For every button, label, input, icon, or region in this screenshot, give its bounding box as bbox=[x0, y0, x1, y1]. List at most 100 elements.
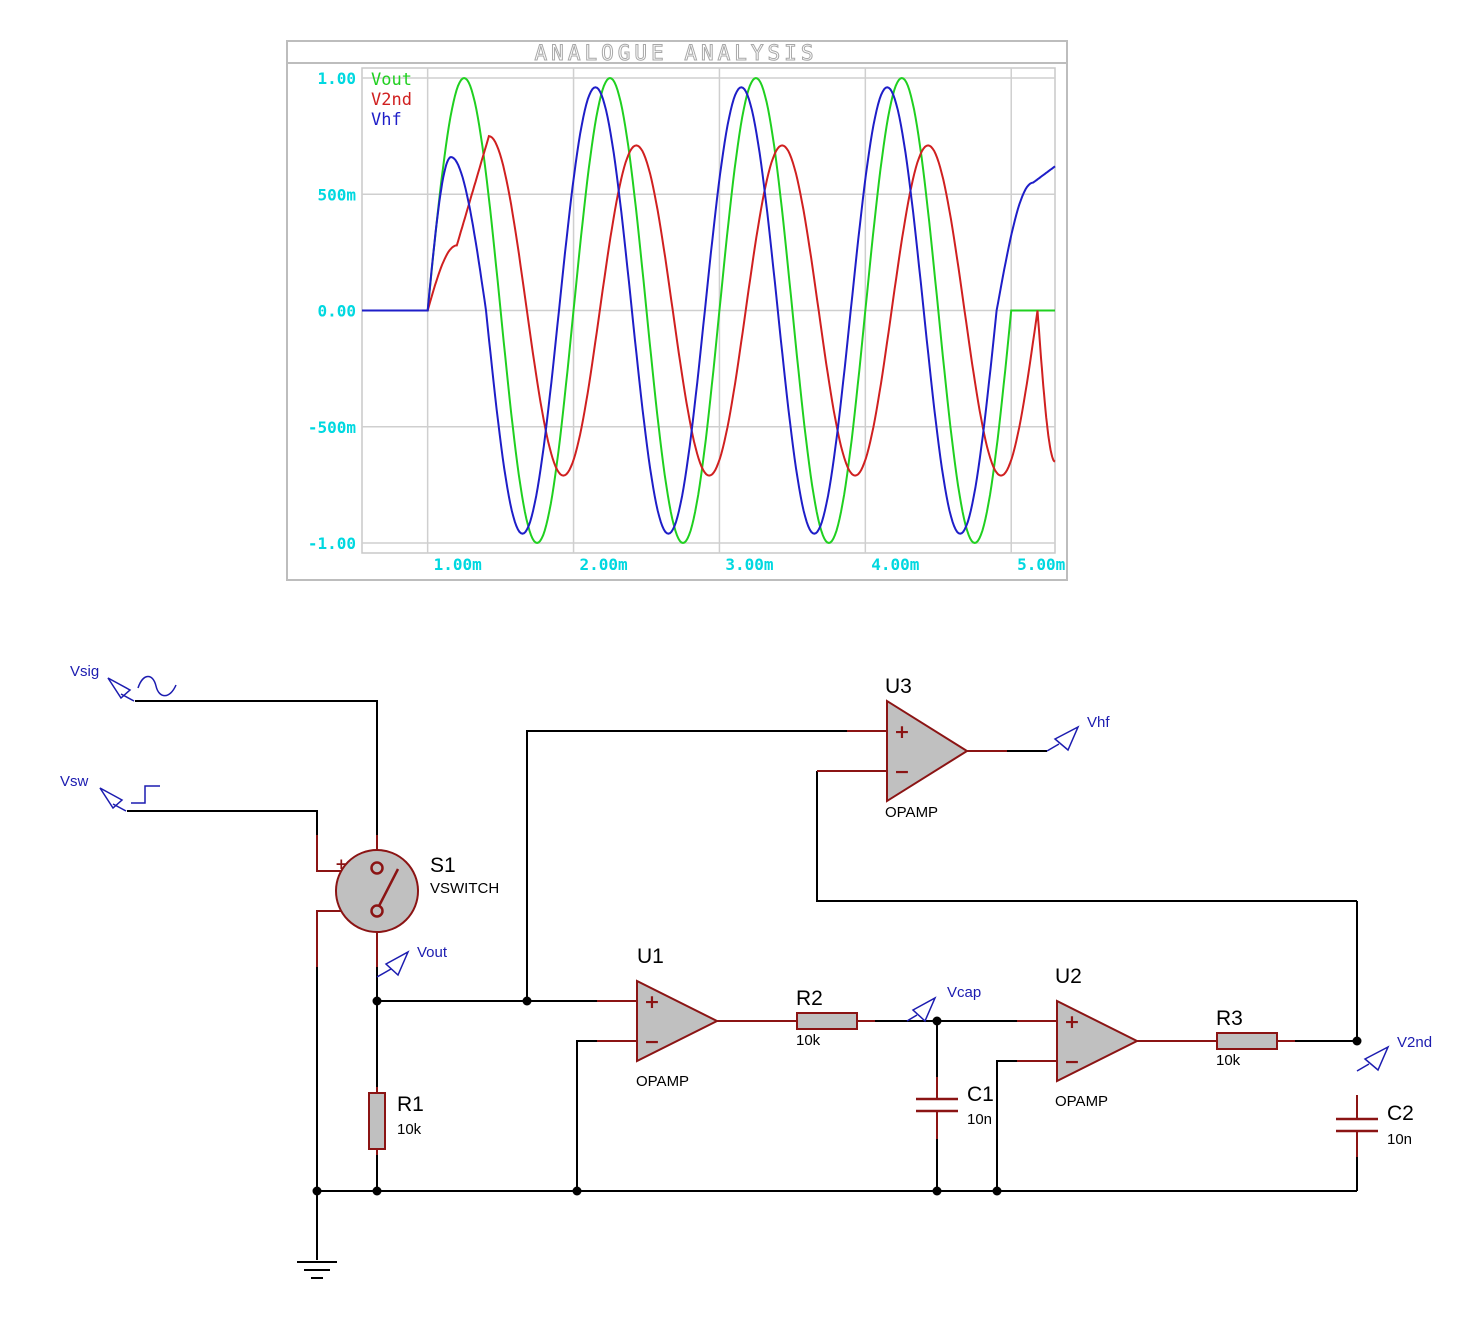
ground-symbol bbox=[297, 1261, 337, 1279]
switch-blade-icon bbox=[377, 868, 400, 907]
v2nd-label: V2nd bbox=[1397, 1034, 1432, 1051]
wire-u3-feedback bbox=[816, 771, 1357, 902]
x-tick-label: 3.00m bbox=[725, 555, 774, 574]
resistor-body bbox=[796, 1012, 858, 1030]
legend-entry-vout: Vout bbox=[371, 70, 412, 90]
plot-grid bbox=[362, 68, 1055, 553]
graph-title: ANALOGUE ANALYSIS bbox=[535, 41, 818, 65]
legend-entry-v2nd: V2nd bbox=[371, 90, 412, 110]
opamp-triangle bbox=[636, 979, 720, 1063]
junction-dot bbox=[932, 1016, 942, 1026]
junction-dot bbox=[522, 996, 532, 1006]
junction-dot bbox=[932, 1186, 942, 1196]
y-tick-label: 0.00 bbox=[317, 302, 356, 321]
y-tick-label: 1.00 bbox=[317, 69, 356, 88]
x-tick-label: 4.00m bbox=[871, 555, 920, 574]
opamp-minus-sign: − bbox=[1064, 1051, 1080, 1073]
wire-u2-minus bbox=[996, 1060, 1017, 1191]
vsig-label: Vsig bbox=[70, 663, 99, 680]
c1-value: 10n bbox=[967, 1111, 992, 1128]
opamp-minus-sign: − bbox=[894, 761, 910, 783]
vcap-probe[interactable]: Vcap bbox=[906, 984, 981, 1023]
u2-ref: U2 bbox=[1055, 965, 1082, 988]
vout-label: Vout bbox=[417, 944, 448, 961]
vhf-label: Vhf bbox=[1087, 714, 1110, 731]
vout-probe[interactable]: Vout bbox=[376, 944, 448, 978]
wire-u1-minus bbox=[576, 1040, 597, 1191]
opamp-triangle bbox=[1056, 999, 1140, 1083]
r3-value: 10k bbox=[1216, 1052, 1241, 1069]
capacitor-c2[interactable]: C2 10n bbox=[1336, 1095, 1414, 1157]
s1-value: VSWITCH bbox=[430, 880, 499, 897]
y-tick-label: -500m bbox=[308, 418, 357, 437]
sine-wave-icon bbox=[137, 675, 177, 697]
resistor-r2[interactable]: R2 10k bbox=[779, 987, 875, 1049]
switch-s1[interactable]: + S1 VSWITCH bbox=[316, 835, 499, 967]
u3-ref: U3 bbox=[885, 675, 912, 698]
generator-arrow-icon bbox=[107, 677, 132, 700]
series-line-v2nd bbox=[362, 134, 1056, 477]
junction-dot bbox=[372, 1186, 382, 1196]
junctions bbox=[312, 996, 1362, 1196]
vcap-label: Vcap bbox=[947, 984, 981, 1001]
plot-ticks: 1.00 500m 0.00 -500m -1.00 1.00m 2.00m 3.00m 4.0… bbox=[308, 69, 1066, 574]
resistor-body bbox=[368, 1092, 386, 1150]
r2-ref: R2 bbox=[796, 987, 823, 1010]
opamp-u3[interactable]: + − U3 OPAMP bbox=[817, 675, 1007, 821]
r3-ref: R3 bbox=[1216, 1007, 1243, 1030]
opamp-plus-sign: + bbox=[894, 721, 910, 743]
probe-arrow-icon bbox=[1363, 1045, 1390, 1072]
junction-dot bbox=[572, 1186, 582, 1196]
r1-ref: R1 bbox=[397, 1093, 424, 1116]
s1-ref: S1 bbox=[430, 854, 456, 877]
switch-plus-sign: + bbox=[335, 855, 348, 873]
c2-ref: C2 bbox=[1387, 1102, 1414, 1125]
u2-value: OPAMP bbox=[1055, 1093, 1108, 1110]
capacitor-c1[interactable]: C1 10n bbox=[916, 1077, 994, 1139]
junction-dot bbox=[992, 1186, 1002, 1196]
x-tick-label: 1.00m bbox=[434, 555, 483, 574]
u1-value: OPAMP bbox=[636, 1073, 689, 1090]
x-tick-label: 2.00m bbox=[579, 555, 628, 574]
junction-dot bbox=[1352, 1036, 1362, 1046]
vsig-generator[interactable]: Vsig bbox=[70, 663, 177, 702]
opamp-plus-sign: + bbox=[644, 991, 660, 1013]
r2-value: 10k bbox=[796, 1032, 821, 1049]
junction-dot bbox=[372, 996, 382, 1006]
series-line-vout bbox=[362, 76, 1055, 545]
opamp-minus-sign: − bbox=[644, 1031, 660, 1053]
x-tick-label: 5.00m bbox=[1017, 555, 1066, 574]
c1-ref: C1 bbox=[967, 1083, 994, 1106]
y-tick-label: -1.00 bbox=[308, 534, 356, 553]
probe-arrow-icon bbox=[911, 996, 937, 1023]
wires bbox=[127, 700, 1358, 1260]
resistor-r3[interactable]: R3 10k bbox=[1199, 1007, 1295, 1069]
c2-value: 10n bbox=[1387, 1131, 1412, 1148]
opamp-u1[interactable]: + − U1 OPAMP bbox=[597, 945, 797, 1090]
step-pulse-icon bbox=[131, 785, 160, 804]
wire-vsw bbox=[127, 810, 318, 835]
resistor-body bbox=[1216, 1032, 1278, 1050]
y-tick-label: 500m bbox=[317, 185, 356, 204]
legend-entry-vhf: Vhf bbox=[371, 110, 402, 130]
resistor-r1[interactable]: R1 10k bbox=[368, 1087, 424, 1155]
circuit-schematic: Vsig Vsw + S1 VSWITCH Vout bbox=[60, 663, 1432, 1279]
plot-series bbox=[362, 76, 1056, 545]
opamp-u2[interactable]: + − U2 OPAMP bbox=[1017, 965, 1217, 1110]
v2nd-probe[interactable]: V2nd bbox=[1356, 1034, 1432, 1072]
wire-vout-u3 bbox=[526, 730, 847, 1001]
junction-dot bbox=[312, 1186, 322, 1196]
u1-ref: U1 bbox=[637, 945, 664, 968]
wire-vsig bbox=[135, 700, 378, 835]
probe-arrow-icon bbox=[1053, 725, 1080, 752]
probe-arrow-icon bbox=[384, 950, 410, 977]
vsw-label: Vsw bbox=[60, 773, 89, 790]
vsw-generator[interactable]: Vsw bbox=[60, 773, 160, 812]
opamp-plus-sign: + bbox=[1064, 1011, 1080, 1033]
vhf-probe[interactable]: Vhf bbox=[1046, 714, 1110, 752]
generator-arrow-icon bbox=[99, 787, 124, 810]
r1-value: 10k bbox=[397, 1121, 422, 1138]
opamp-triangle bbox=[886, 699, 969, 803]
